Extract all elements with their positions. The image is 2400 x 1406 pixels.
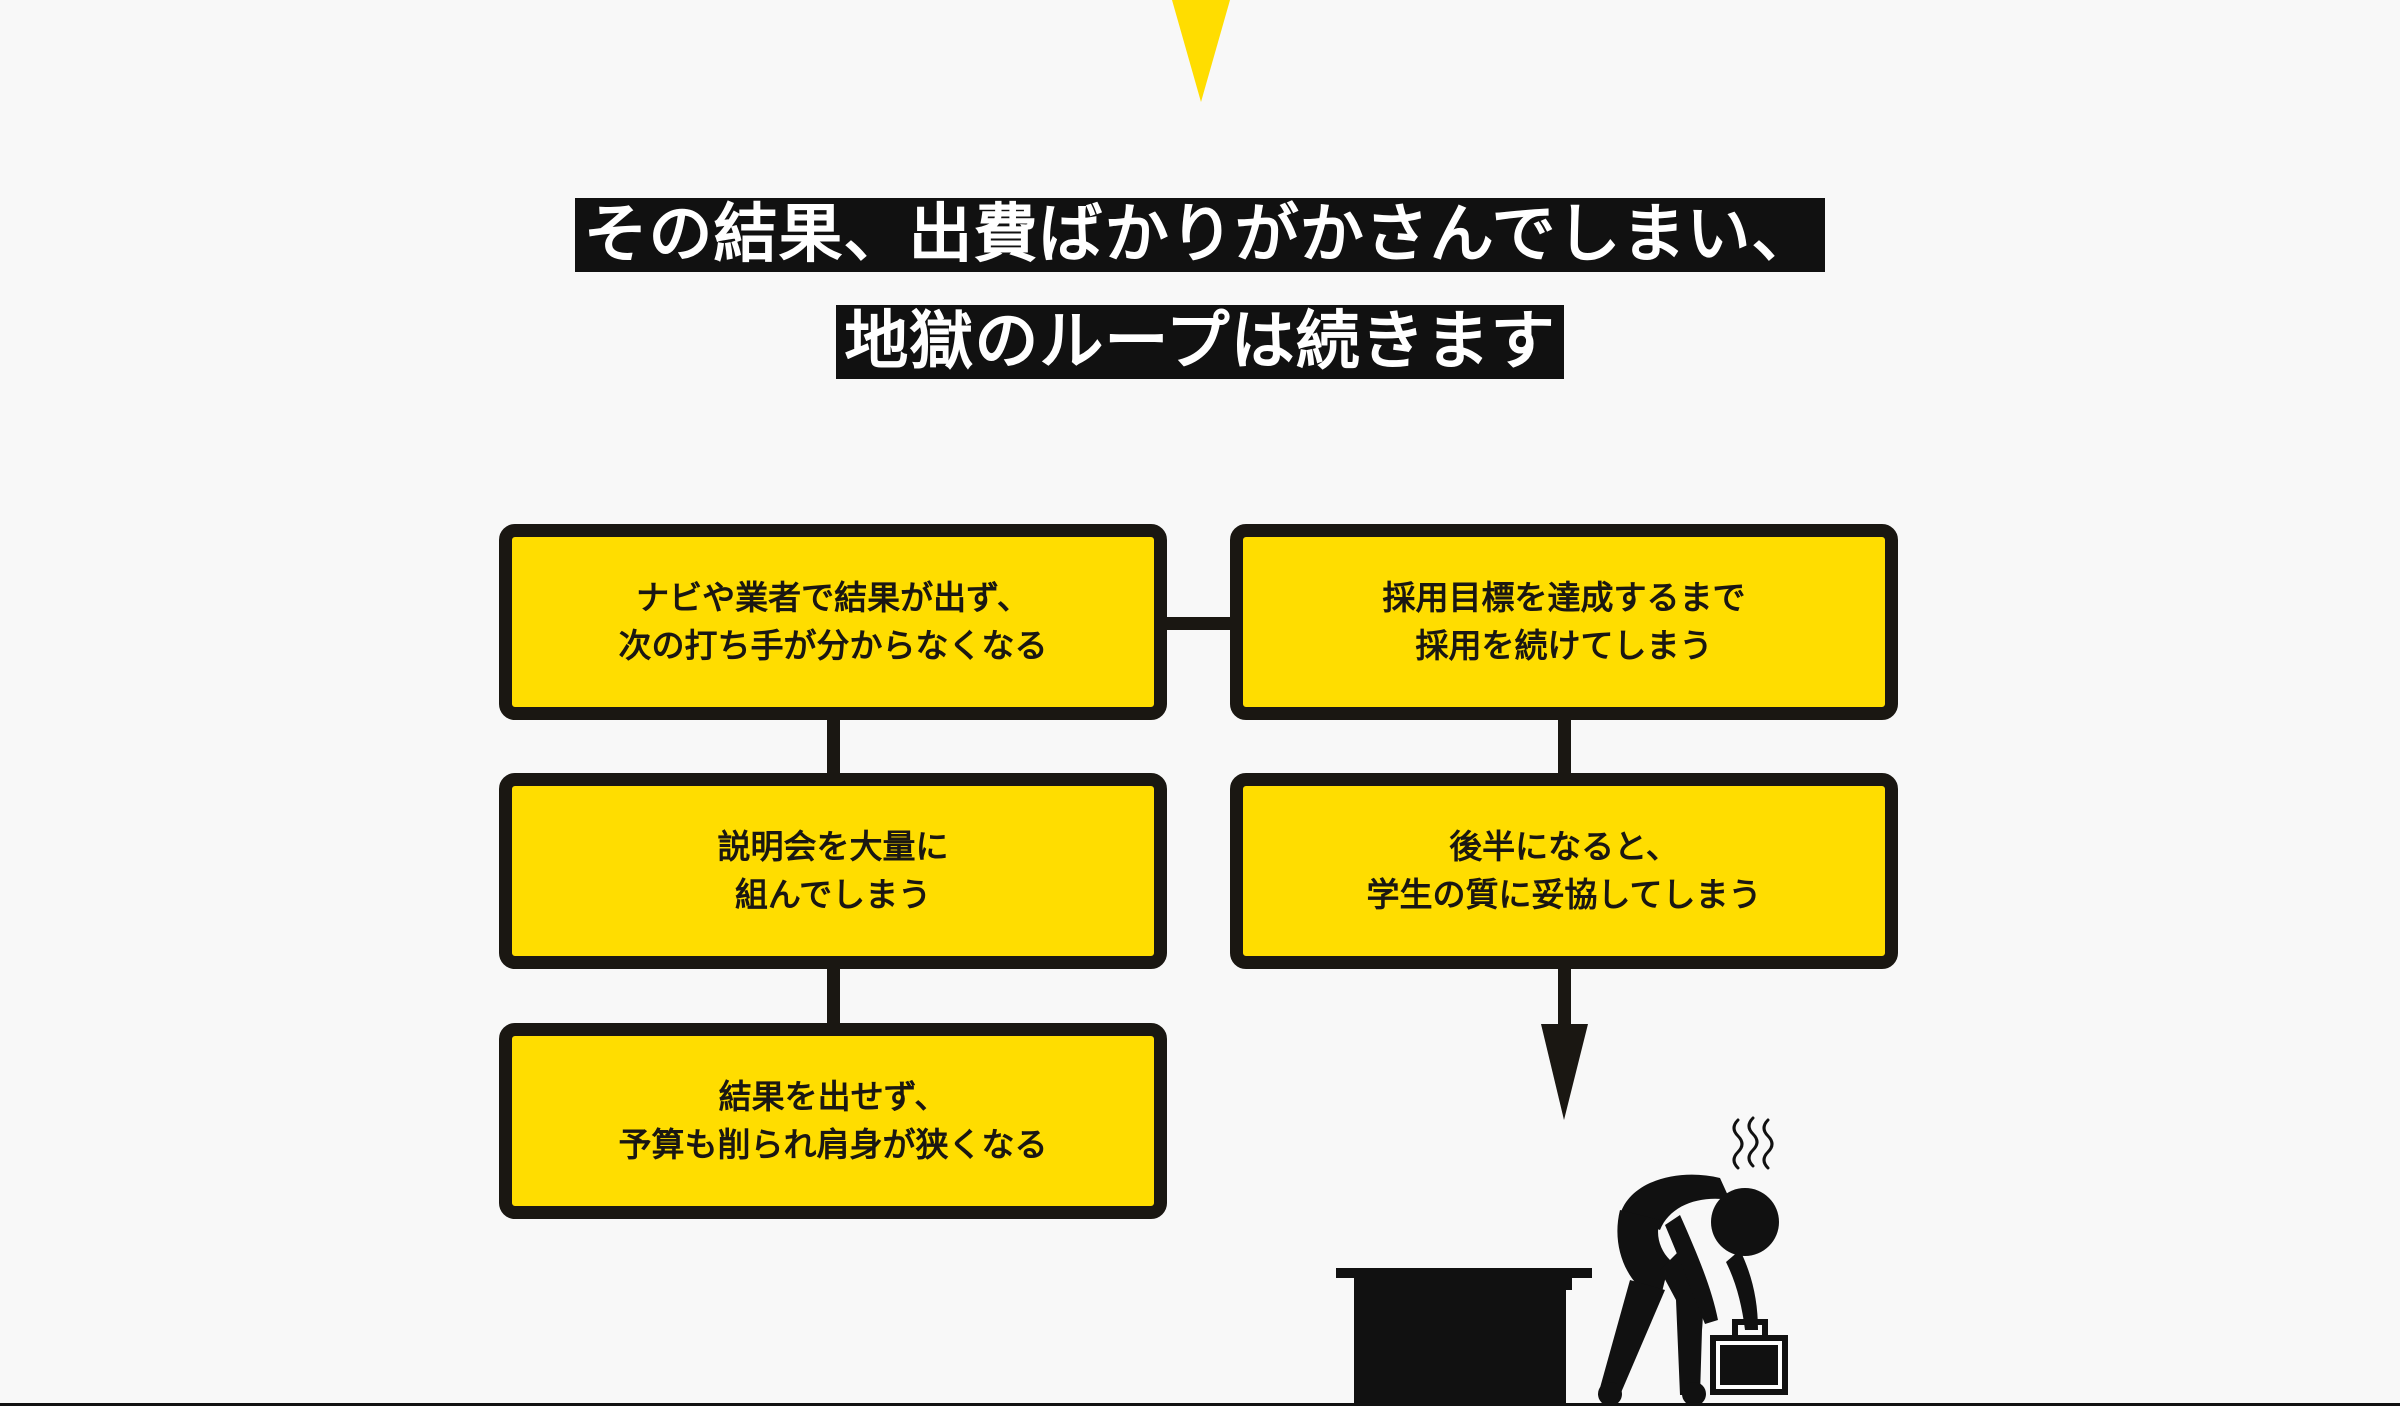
flow-box-left-3: 結果を出せず、 予算も削られ肩身が狭くなる [499, 1023, 1167, 1219]
down-triangle-icon [1172, 0, 1230, 102]
headline-text-2: 地獄のループは続きます [836, 305, 1564, 379]
connector-left-to-right [1167, 617, 1234, 630]
flow-box-left-1: ナビや業者で結果が出ず、 次の打ち手が分からなくなる [499, 524, 1167, 720]
flow-box-left-1-line-1: ナビや業者で結果が出ず、 [636, 578, 1030, 617]
flow-box-right-1: 採用目標を達成するまで 採用を続けてしまう [1230, 524, 1898, 720]
flow-box-left-2-line-1: 説明会を大量に [717, 827, 949, 866]
flow-box-left-3-line-2: 予算も削られ肩身が狭くなる [618, 1125, 1048, 1164]
flow-box-left-2: 説明会を大量に 組んでしまう [499, 773, 1167, 969]
connector-left-1-2 [827, 716, 840, 778]
flow-box-left-1-line-2: 次の打ち手が分からなくなる [618, 626, 1048, 665]
flow-box-left-2-line-2: 組んでしまう [734, 875, 932, 914]
flow-box-right-1-line-2: 採用を続けてしまう [1415, 626, 1713, 665]
steam-icon [1732, 1116, 1774, 1170]
connector-right-1-2 [1558, 716, 1571, 778]
flow-box-right-2-line-2: 学生の質に妥協してしまう [1366, 875, 1762, 914]
flow-box-right-1-line-1: 採用目標を達成するまで [1382, 578, 1746, 617]
flow-box-right-2-line-1: 後半になると、 [1449, 827, 1679, 866]
flow-box-left-3-line-1: 結果を出せず、 [718, 1077, 948, 1116]
headline-line-2: 地獄のループは続きます [0, 305, 2400, 379]
headline-line-1: その結果、出費ばかりがかさんでしまい、 [0, 198, 2400, 272]
footer-divider [0, 1403, 2400, 1406]
flow-box-right-2: 後半になると、 学生の質に妥協してしまう [1230, 773, 1898, 969]
connector-left-2-3 [827, 966, 840, 1028]
briefcase-icon [1710, 1319, 1788, 1395]
headline-text-1: その結果、出費ばかりがかさんでしまい、 [575, 198, 1825, 272]
